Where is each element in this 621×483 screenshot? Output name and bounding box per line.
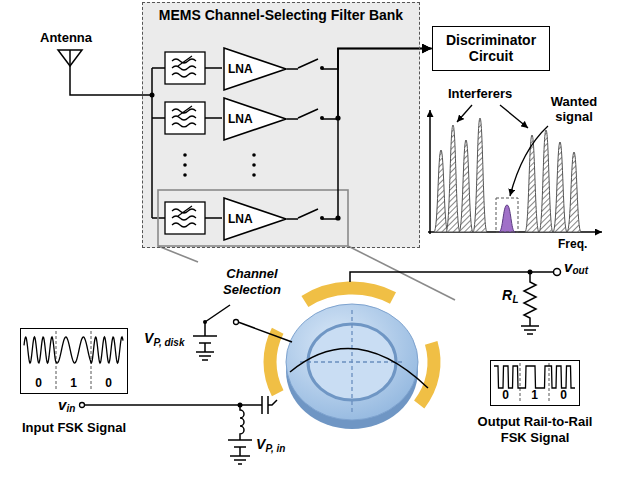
wanted-frame: [496, 198, 518, 232]
junction-dot: [528, 270, 533, 275]
switch-pivot: [203, 320, 207, 324]
junction-dot: [150, 93, 155, 98]
bit-value: 1: [56, 376, 91, 390]
electrode-symbol: [270, 288, 434, 405]
bit-divider: [520, 363, 521, 402]
waveform-frame: 010: [490, 360, 580, 406]
label: Interferers: [448, 86, 512, 102]
amplifier-outline: [224, 48, 286, 90]
feed-wires: [152, 68, 222, 218]
signal-box: 010Output Rail-to-Rail FSK Signal: [474, 360, 596, 448]
box-label: Discriminator Circuit: [437, 32, 545, 64]
terminal: [80, 403, 85, 408]
disk-bias: [193, 305, 292, 360]
amplifier-outline: [224, 98, 286, 140]
amplifier-outline: [224, 198, 286, 240]
panel-ground: [142, 2, 420, 248]
output-wire: [350, 272, 553, 334]
label: Channel Selection: [200, 266, 304, 298]
signal-name: v: [564, 258, 572, 275]
signal-name: V: [144, 330, 153, 346]
bit-value: 0: [91, 376, 126, 390]
filter-bank-panel: MEMS Channel-Selecting Filter BankLNA LNA…: [142, 2, 420, 248]
junction-dot: [238, 403, 243, 408]
terminal: [554, 269, 561, 276]
connector: [287, 49, 432, 120]
signal-caption: Input FSK Signal: [10, 420, 138, 436]
bit-divider: [549, 363, 550, 402]
subscript: in: [67, 403, 76, 415]
bit-value: 0: [21, 376, 56, 390]
subscript: L: [513, 294, 519, 306]
disk-nodal-lines: [300, 310, 404, 414]
axis-label: Freq.: [558, 237, 587, 251]
spectrum-pointers: [457, 105, 548, 196]
switch-symbol: [298, 59, 318, 218]
filter-waves: [172, 56, 196, 227]
subscript: P, in: [266, 443, 286, 455]
box-text-holder: Discriminator Circuit: [433, 27, 549, 69]
subscript: P, disk: [154, 337, 185, 349]
component-name: R: [502, 287, 512, 303]
continuation-dots: [183, 153, 256, 177]
disk-resonator: [286, 304, 418, 420]
waveform-frame: 010: [20, 328, 128, 394]
drive-path: [290, 348, 428, 388]
bit-value: 1: [520, 388, 549, 402]
bit-value: 0: [491, 388, 520, 402]
wanted-peak: [499, 205, 515, 232]
process-box: Discriminator Circuit: [432, 26, 550, 71]
signal-name: V: [256, 436, 265, 452]
callout-frame: [158, 190, 455, 300]
waveform-trace: [24, 337, 123, 363]
bit-value: 0: [549, 388, 578, 402]
amplifier-label: LNA: [228, 212, 253, 226]
connector: [287, 49, 432, 70]
lna-amplifier: LNA: [223, 197, 287, 241]
panel-title: MEMS Channel-Selecting Filter Bank: [143, 7, 419, 24]
signal-caption: Output Rail-to-Rail FSK Signal: [474, 414, 596, 446]
label: Wanted signal: [538, 94, 610, 124]
signal-name: v: [58, 396, 66, 413]
connector: [287, 49, 432, 220]
amplifier-label: LNA: [228, 112, 253, 126]
interferer-peaks: [434, 118, 581, 232]
subscript: out: [573, 265, 589, 277]
amplifier-label: LNA: [228, 62, 253, 76]
lna-amplifier: LNA: [223, 97, 287, 141]
lna-amplifier: LNA: [223, 47, 287, 91]
switch-contact: [234, 320, 239, 325]
waveform-trace: [494, 366, 575, 388]
signal-box: 010Input FSK Signal: [10, 328, 138, 438]
spectrum-axes: [428, 110, 602, 234]
filter-symbol: [165, 52, 205, 234]
label: Antenna: [40, 30, 92, 46]
antenna-symbol: [58, 50, 152, 95]
